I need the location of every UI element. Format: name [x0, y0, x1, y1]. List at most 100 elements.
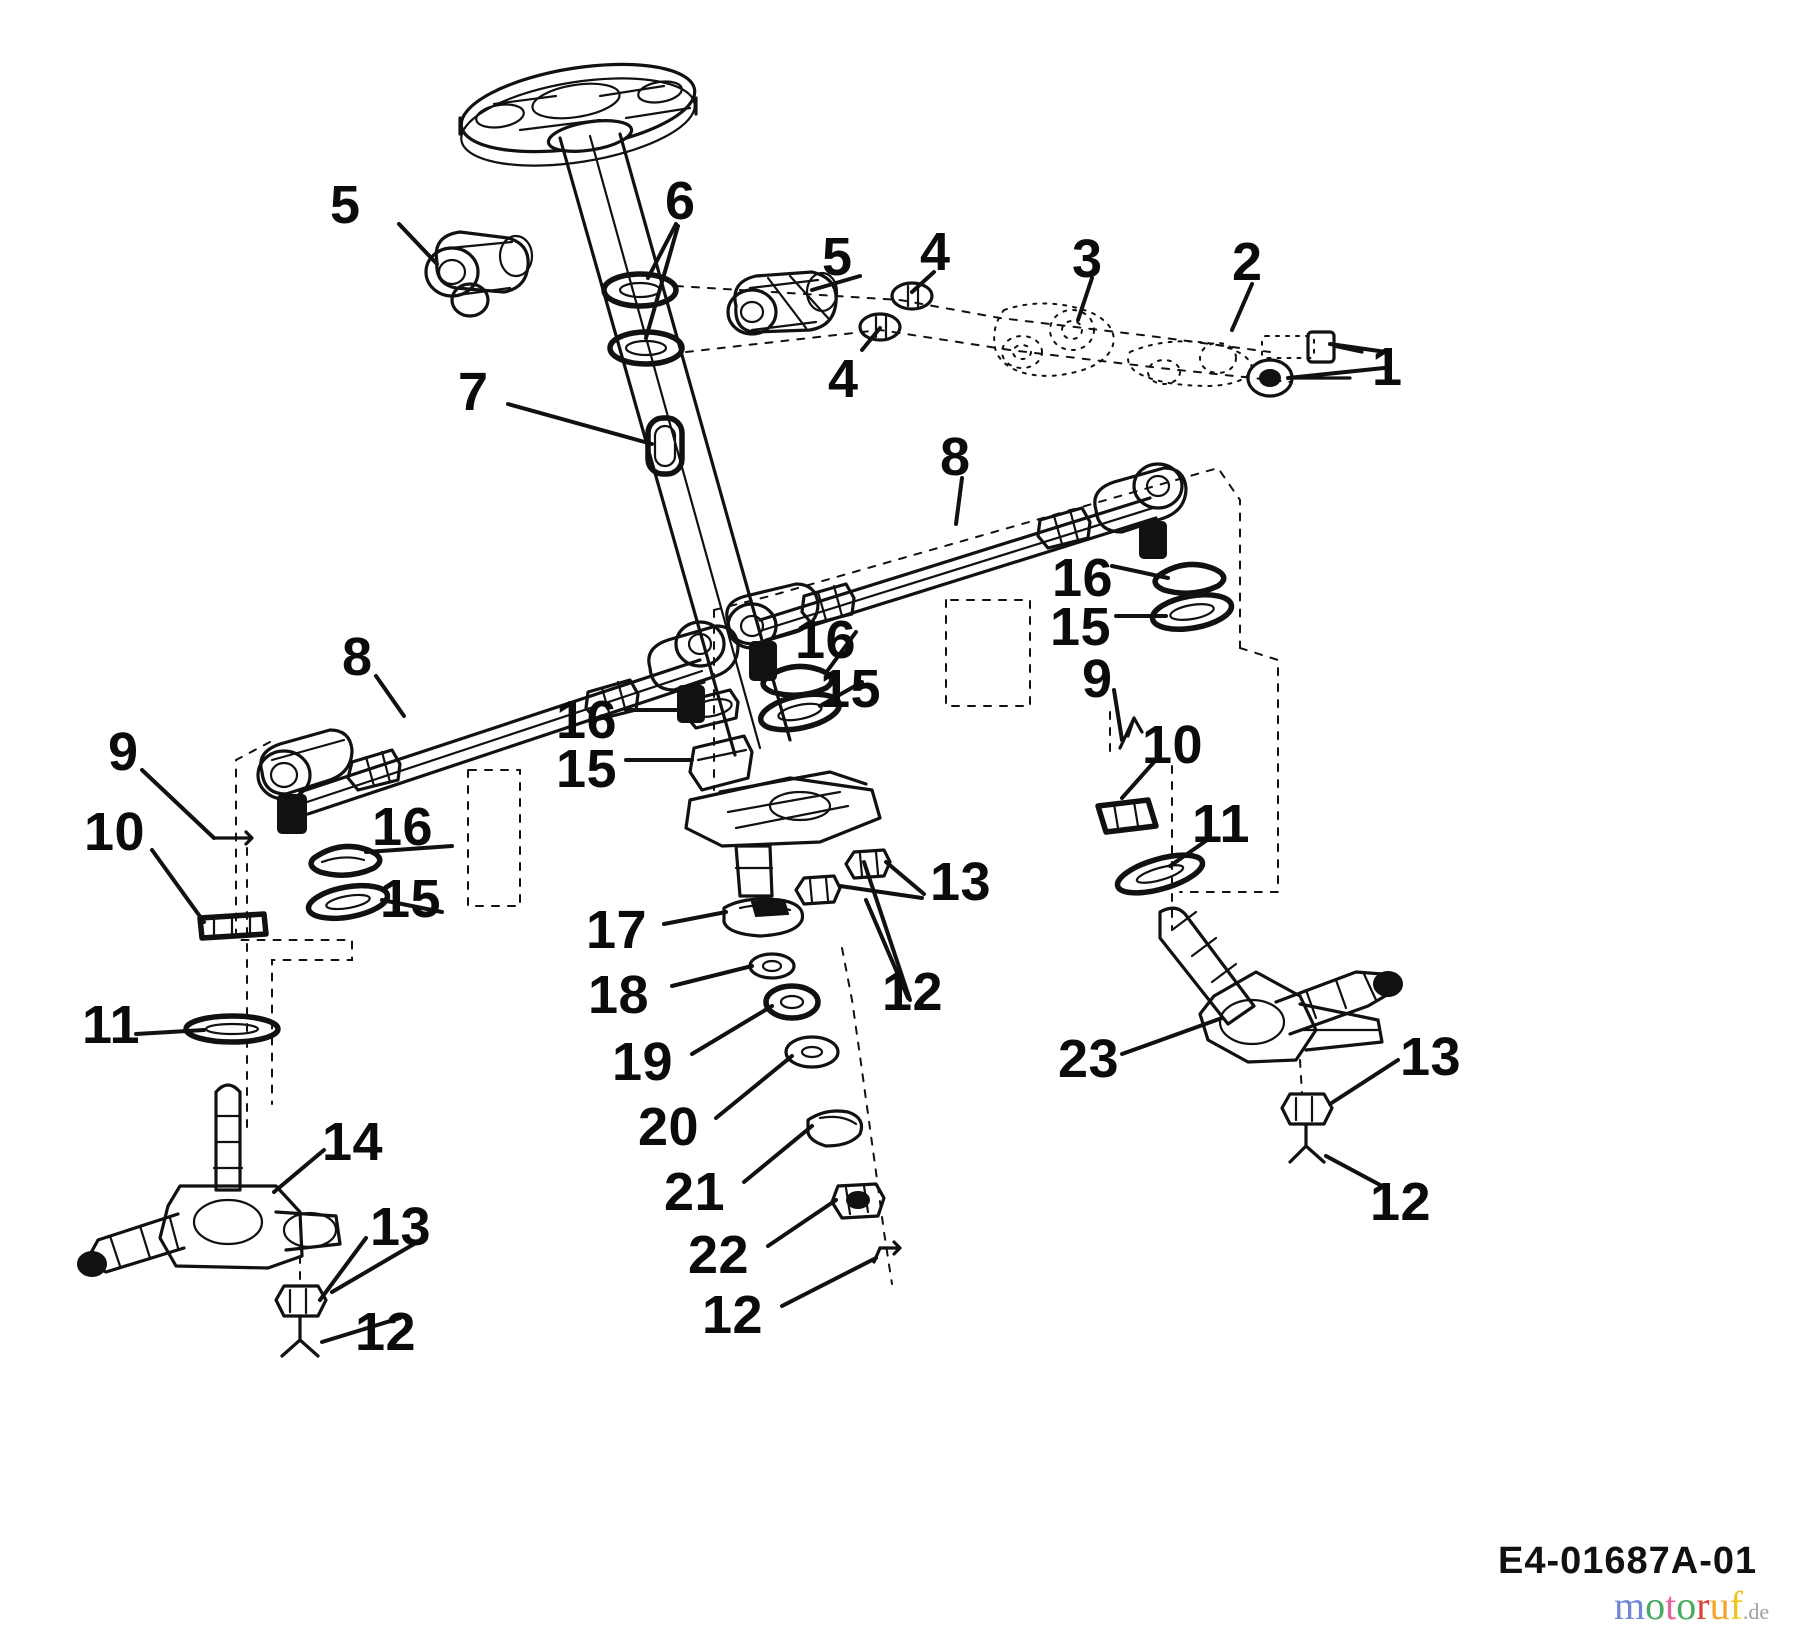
- center-exploded-column: [722, 897, 902, 1285]
- watermark-letter-t: t: [1665, 1583, 1677, 1628]
- tie-rod-end-left: [256, 728, 354, 834]
- bushing-set-part-16-left: [308, 843, 383, 878]
- bushing-part-5-left: [424, 230, 534, 318]
- center-pivot-plate: [684, 770, 882, 898]
- nut-part-13-center-b: [794, 874, 842, 906]
- callout-13-left: 13: [370, 1197, 432, 1257]
- spindle-part-14-left: [77, 1083, 342, 1287]
- spindle-part-23-right: [1158, 906, 1403, 1095]
- nut-part-13-right: [1280, 1092, 1334, 1126]
- nut-part-13-left: [274, 1284, 328, 1318]
- watermark-letter-o1: o: [1645, 1583, 1666, 1628]
- callout-16-center-rt: 16: [795, 610, 857, 670]
- tie-rod-part-8-right: [725, 462, 1188, 681]
- cotter-pin-part-9-right: [1118, 716, 1144, 750]
- bushing-part-17: [722, 897, 805, 938]
- callout-22: 22: [688, 1225, 750, 1285]
- callout-2: 2: [1232, 232, 1263, 292]
- washer-part-11-left: [183, 1013, 281, 1045]
- callout-15-center-rt: 15: [820, 659, 882, 719]
- cotter-pin-part-9-left: [212, 830, 254, 846]
- drawing-number: E4-01687A-01: [1498, 1540, 1758, 1582]
- tie-rod-end-right: [1093, 462, 1188, 559]
- callout-8-left: 8: [342, 627, 373, 687]
- bushing-set-part-16-right: [1152, 561, 1227, 596]
- callout-13-center: 13: [930, 852, 992, 912]
- callout-23: 23: [1058, 1029, 1120, 1089]
- callout-15-center: 15: [556, 739, 618, 799]
- reference-outline-right: [1109, 647, 1279, 893]
- washer-part-18: [748, 952, 796, 980]
- callout-6: 6: [665, 171, 696, 231]
- cotter-pin-part-12-left: [280, 1316, 320, 1358]
- watermark-letter-r: r: [1696, 1583, 1710, 1628]
- callout-8-right: 8: [940, 427, 971, 487]
- callout-17: 17: [586, 900, 648, 960]
- link-part-2: [1127, 340, 1254, 388]
- callout-13-right: 13: [1400, 1027, 1462, 1087]
- callout-9-left: 9: [108, 722, 139, 782]
- callout-9-right: 9: [1082, 649, 1113, 709]
- adjuster-nut-left: [346, 748, 402, 792]
- motoruf-watermark: motoruf.de: [1614, 1586, 1769, 1626]
- bushing-part-5-right: [726, 270, 839, 336]
- callout-5-right: 5: [822, 227, 853, 287]
- watermark-letter-f: f: [1729, 1583, 1743, 1628]
- leader-lines: [134, 222, 1400, 1344]
- washer-part-10-left: [197, 911, 269, 941]
- bushing-set-part-16-center: [684, 688, 740, 730]
- drag-link-assembly: [675, 281, 1364, 398]
- callout-16-right: 16: [1052, 548, 1114, 608]
- steering-wheel-part: [458, 62, 698, 167]
- callout-12-right: 12: [1370, 1172, 1432, 1232]
- bushing-set-part-16-center-right: [760, 663, 835, 698]
- washer-part-10-right: [1095, 797, 1159, 835]
- callout-11-right: 11: [1192, 794, 1251, 854]
- bushing-part-4-upper: [890, 281, 934, 311]
- shaft-clip-part-7: [645, 415, 685, 477]
- callout-4-lower: 4: [828, 349, 859, 409]
- callout-12-center-up: 12: [882, 962, 944, 1022]
- callout-20: 20: [638, 1097, 700, 1157]
- watermark-suffix: .de: [1742, 1599, 1770, 1624]
- washer-part-11-right: [1114, 852, 1206, 896]
- callout-10-right: 10: [1142, 715, 1204, 775]
- watermark-letter-m: m: [1614, 1583, 1646, 1628]
- callout-19: 19: [612, 1032, 674, 1092]
- bearing-part-19: [763, 983, 821, 1021]
- bushing-set-part-15-right: [1149, 592, 1235, 632]
- reference-outline-center: [713, 466, 1241, 791]
- tie-rod-part-8-left: [256, 620, 740, 834]
- callout-11-left: 11: [82, 995, 141, 1055]
- callout-12-left: 12: [355, 1302, 417, 1362]
- adjuster-nut-right-inner: [1036, 506, 1092, 550]
- bushing-set-part-15-center: [688, 734, 754, 792]
- washer-part-20: [784, 1035, 840, 1069]
- right-spindle-stack: [1095, 716, 1403, 1164]
- callout-3: 3: [1072, 229, 1103, 289]
- cotter-pin-part-12-right: [1288, 1124, 1326, 1164]
- callout-14: 14: [322, 1112, 384, 1172]
- left-spindle-stack: [77, 830, 342, 1358]
- callout-5-left: 5: [330, 175, 361, 235]
- reference-outline-left: [235, 741, 521, 1105]
- callout-18: 18: [588, 965, 650, 1025]
- callout-12-center-lo: 12: [702, 1285, 764, 1345]
- spacer-part-21: [806, 1109, 864, 1148]
- nut-part-13-center-a: [844, 848, 892, 880]
- callout-16-left: 16: [372, 797, 434, 857]
- callout-10-left: 10: [84, 802, 146, 862]
- adjuster-nut-right: [800, 582, 856, 626]
- callout-15-right: 15: [1050, 597, 1112, 657]
- callout-16-center: 16: [556, 690, 618, 750]
- watermark-letter-o2: o: [1676, 1583, 1697, 1628]
- callout-15-left: 15: [380, 869, 442, 929]
- callout-21: 21: [664, 1162, 726, 1222]
- callout-4-upper: 4: [920, 222, 951, 282]
- watermark-letter-u: u: [1709, 1583, 1730, 1628]
- tie-rod-end-center-left: [647, 620, 740, 723]
- nut-part-22: [830, 1182, 886, 1220]
- steering-arm-part-3: [993, 302, 1115, 378]
